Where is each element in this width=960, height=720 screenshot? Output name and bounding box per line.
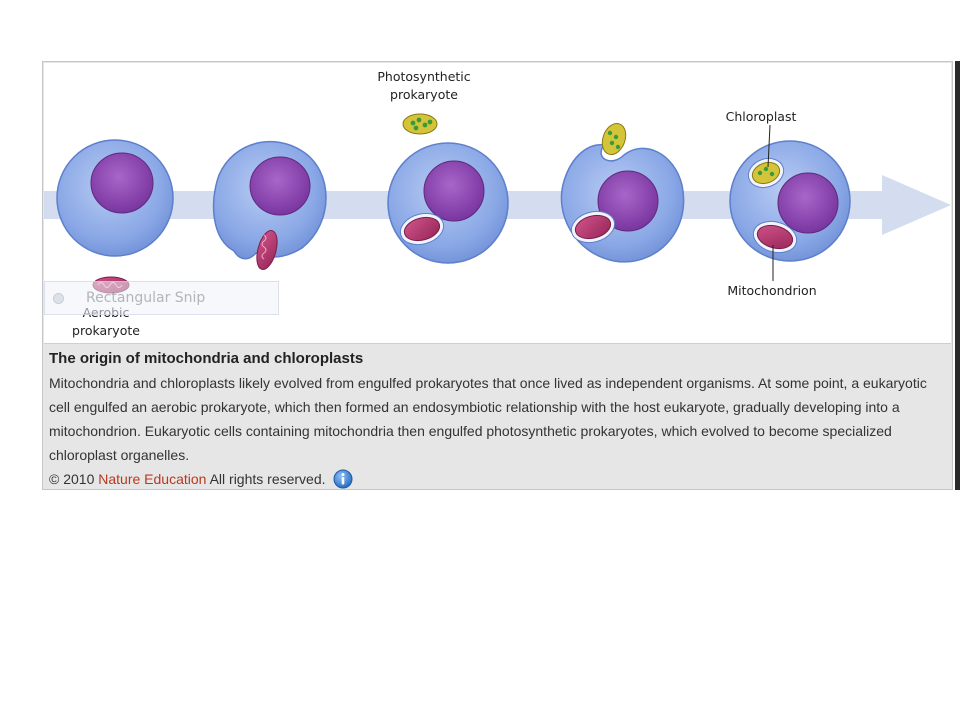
- snip-label: Rectangular Snip: [86, 290, 206, 306]
- cell-stage-1: [56, 139, 174, 257]
- endosymbiosis-diagram: Aerobic prokaryote Photosynthetic prokar…: [44, 69, 951, 338]
- cell-stage-4: [560, 123, 685, 263]
- rights-text: All rights reserved.: [209, 471, 326, 487]
- publisher-link[interactable]: Nature Education: [98, 471, 207, 487]
- label-photosynthetic-line1: Photosynthetic: [377, 69, 470, 84]
- label-photosynthetic-line2: prokaryote: [390, 87, 458, 102]
- diagram-panel: Aerobic prokaryote Photosynthetic prokar…: [44, 63, 951, 344]
- photosynthetic-prokaryote-free: [402, 113, 438, 135]
- cell-stage-5: [729, 140, 851, 262]
- rectangular-snip-overlay[interactable]: Rectangular Snip: [44, 281, 279, 315]
- snip-radio-icon[interactable]: [53, 292, 64, 304]
- cell-stage-2: [212, 140, 327, 270]
- copyright-symbol: ©: [49, 471, 60, 487]
- caption-title: The origin of mitochondria and chloropla…: [49, 350, 364, 367]
- figure-caption: The origin of mitochondria and chloropla…: [49, 347, 949, 491]
- figure-frame: Aerobic prokaryote Photosynthetic prokar…: [42, 61, 953, 490]
- chloroplast-leader-line: [767, 124, 771, 168]
- cell-stage-3: [387, 142, 509, 264]
- label-mitochondrion: Mitochondrion: [727, 283, 816, 298]
- credit-line: © 2010 Nature Education All rights reser…: [49, 467, 949, 491]
- copyright-year: 2010: [63, 471, 95, 487]
- window-edge-bar: [955, 61, 960, 490]
- info-icon[interactable]: [333, 469, 353, 489]
- label-aerobic-line2: prokaryote: [72, 323, 140, 338]
- caption-body: Mitochondria and chloroplasts likely evo…: [49, 375, 927, 463]
- label-chloroplast: Chloroplast: [726, 109, 797, 124]
